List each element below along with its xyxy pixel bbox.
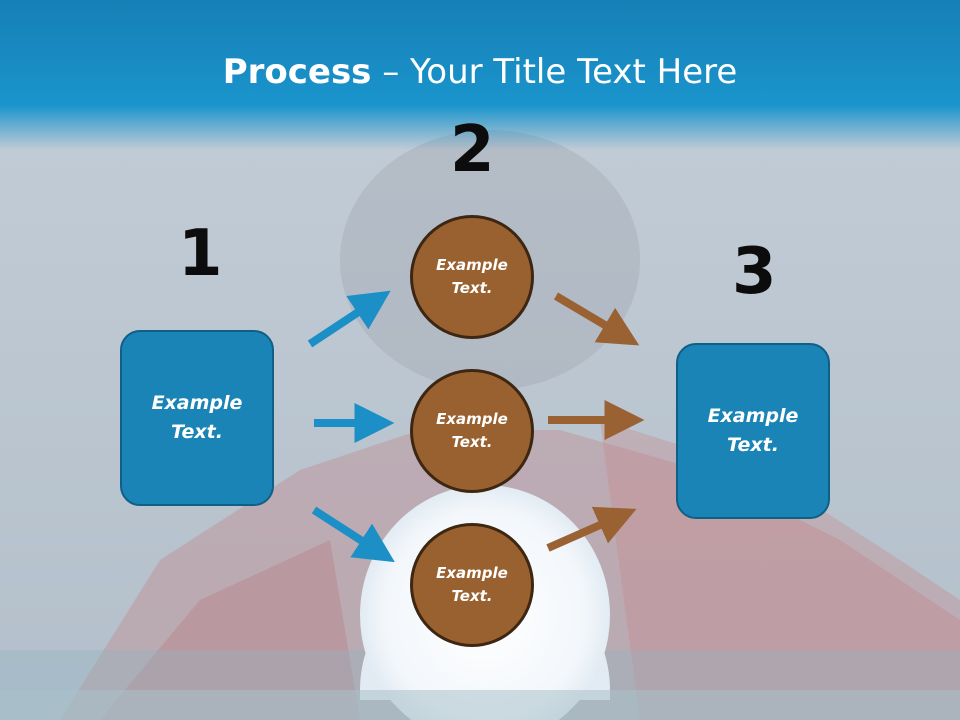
title-rest: – Your Title Text Here	[371, 52, 738, 92]
step-2-text-top: Example Text.	[436, 256, 508, 297]
step-2-circle-middle: Example Text.	[410, 369, 534, 493]
step-number-1: 1	[178, 217, 223, 291]
step-2-circle-top: Example Text.	[410, 215, 534, 339]
arrow-blue-up	[307, 290, 391, 348]
step-2-text-bottom: Example Text.	[436, 564, 508, 605]
title-bar	[0, 0, 960, 150]
step-2-circle-bottom: Example Text.	[410, 523, 534, 647]
step-number-3: 3	[732, 235, 777, 309]
step-3-box: Example Text.	[676, 343, 830, 519]
step-number-2: 2	[450, 113, 495, 187]
step-1-box: Example Text.	[120, 330, 274, 506]
step-3-text: Example Text.	[707, 405, 799, 456]
page-title: Process – Your Title Text Here	[0, 52, 960, 92]
step-2-text-middle: Example Text.	[436, 410, 508, 451]
arrow-brown-up	[546, 506, 637, 552]
arrow-blue-down	[311, 506, 395, 563]
arrow-brown-down	[553, 292, 640, 346]
title-bold: Process	[222, 52, 372, 92]
step-1-text: Example Text.	[151, 392, 243, 443]
